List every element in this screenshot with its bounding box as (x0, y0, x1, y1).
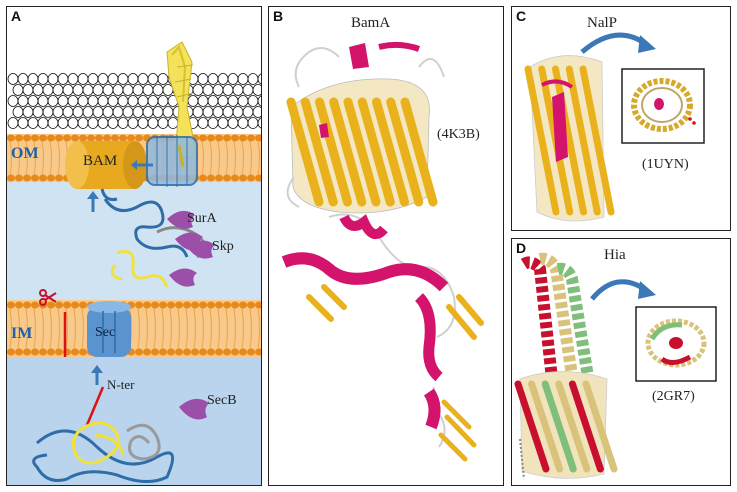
panel-a-label: A (11, 8, 22, 24)
secb-chaperone (179, 398, 209, 420)
inner-membrane (7, 300, 261, 357)
curved-arrow-icon (580, 32, 656, 54)
nalp-structure (524, 32, 705, 222)
panel-c-title: NalP (587, 15, 617, 31)
n-terminus-line (85, 386, 105, 426)
panel-c: C NalP (1UYN) (511, 6, 731, 231)
scissors-icon (39, 289, 57, 306)
hia-structure (514, 252, 717, 480)
panel-a-illustration (7, 41, 261, 485)
hia-beta-barrel (514, 371, 618, 479)
skp-chaperone (169, 240, 215, 287)
nalp-top-view (621, 68, 705, 144)
bama-structure (281, 41, 484, 462)
omp-barrel (131, 135, 198, 187)
panel-b-label: B (273, 8, 284, 24)
panel-b-pdb: (4K3B) (437, 127, 480, 142)
sura-label: SurA (187, 211, 217, 226)
skp-label: Skp (212, 239, 234, 254)
up-arrow-icon (87, 191, 99, 212)
panel-c-label: C (516, 8, 527, 24)
periplasm-region (7, 182, 261, 300)
nalp-beta-barrel (524, 55, 615, 222)
om-label: OM (11, 145, 39, 162)
up-arrow-icon (91, 365, 103, 385)
panel-b-title: BamA (351, 15, 391, 31)
hia-helices (520, 252, 596, 390)
n-ter-label: N-ter (107, 377, 135, 392)
cytoplasm-region (7, 357, 261, 485)
secb-label: SecB (207, 393, 237, 408)
panel-a: A OM BAM SurA Skp IM Sec N-ter SecB (6, 6, 262, 486)
bama-beta-barrel (286, 41, 438, 214)
panel-d: D Hia (2GR7) (511, 238, 731, 486)
lps-layer (7, 72, 261, 134)
panel-d-title: Hia (604, 247, 626, 263)
hia-top-view (635, 306, 717, 382)
nascent-chain-grey (126, 423, 161, 461)
bama-potra-domains (281, 213, 484, 462)
im-label: IM (11, 325, 33, 342)
panel-d-label: D (516, 240, 527, 256)
sec-label: Sec (95, 325, 116, 340)
panel-d-pdb: (2GR7) (652, 389, 695, 404)
curved-arrow-icon (590, 279, 656, 301)
panel-c-pdb: (1UYN) (642, 157, 689, 172)
bam-label: BAM (83, 153, 118, 169)
panel-b: B BamA (4K3B) (268, 6, 504, 486)
nascent-chain-yellow (71, 421, 125, 465)
sec-translocon (87, 301, 131, 357)
yellow-substrate-chain (110, 250, 169, 288)
nascent-chain-blue (32, 429, 175, 483)
unfolded-protein-chain (103, 198, 189, 258)
